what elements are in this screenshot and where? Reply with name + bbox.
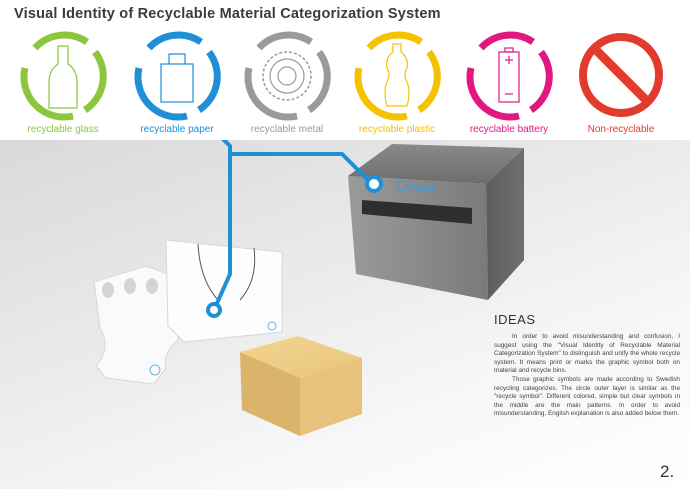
paper-connector-line bbox=[206, 140, 383, 318]
can-lid-icon bbox=[244, 31, 331, 121]
category-glass: recyclable glass bbox=[8, 28, 118, 135]
page-number: 2. bbox=[660, 462, 675, 481]
battery-icon bbox=[466, 31, 553, 121]
category-label: recyclable battery bbox=[469, 124, 549, 135]
bin-paper-tag: Paper bbox=[396, 180, 438, 195]
ideas-paragraph-2: Those graphic symbols are made according… bbox=[494, 375, 680, 418]
category-non-recyclable: Non-recyclable bbox=[566, 28, 676, 135]
category-paper: recyclable paper bbox=[122, 28, 232, 135]
category-plastic: recyclable plastic bbox=[342, 28, 452, 135]
bottle-carrier bbox=[93, 265, 179, 385]
page-title: Visual Identity of Recyclable Material C… bbox=[14, 6, 441, 22]
prohibited-icon bbox=[579, 33, 663, 117]
ideas-section: IDEAS In order to avoid misunderstanding… bbox=[494, 312, 680, 419]
render-illustration: Paper bbox=[93, 140, 524, 436]
paper-bag-icon bbox=[134, 31, 221, 121]
bin-label: Paper bbox=[408, 183, 438, 195]
category-label: Non-recyclable bbox=[587, 124, 655, 135]
category-label: recyclable paper bbox=[140, 124, 214, 135]
recycle-bin bbox=[348, 144, 524, 300]
category-icon-row: recyclable glass recyclable paper recycl… bbox=[0, 28, 690, 140]
category-label: recyclable glass bbox=[27, 124, 99, 135]
plastic-bottle-icon bbox=[354, 31, 441, 121]
category-label: recyclable metal bbox=[250, 124, 324, 135]
paper-stack bbox=[240, 336, 362, 436]
category-battery: recyclable battery bbox=[454, 28, 564, 135]
product-render-scene: Paper bbox=[0, 140, 690, 489]
ideas-paragraph-1: In order to avoid misunderstanding and c… bbox=[494, 333, 680, 375]
category-label: recyclable plastic bbox=[358, 124, 436, 135]
bottle-icon bbox=[20, 31, 107, 121]
category-metal: recyclable metal bbox=[232, 28, 342, 135]
ideas-heading: IDEAS bbox=[494, 312, 536, 327]
